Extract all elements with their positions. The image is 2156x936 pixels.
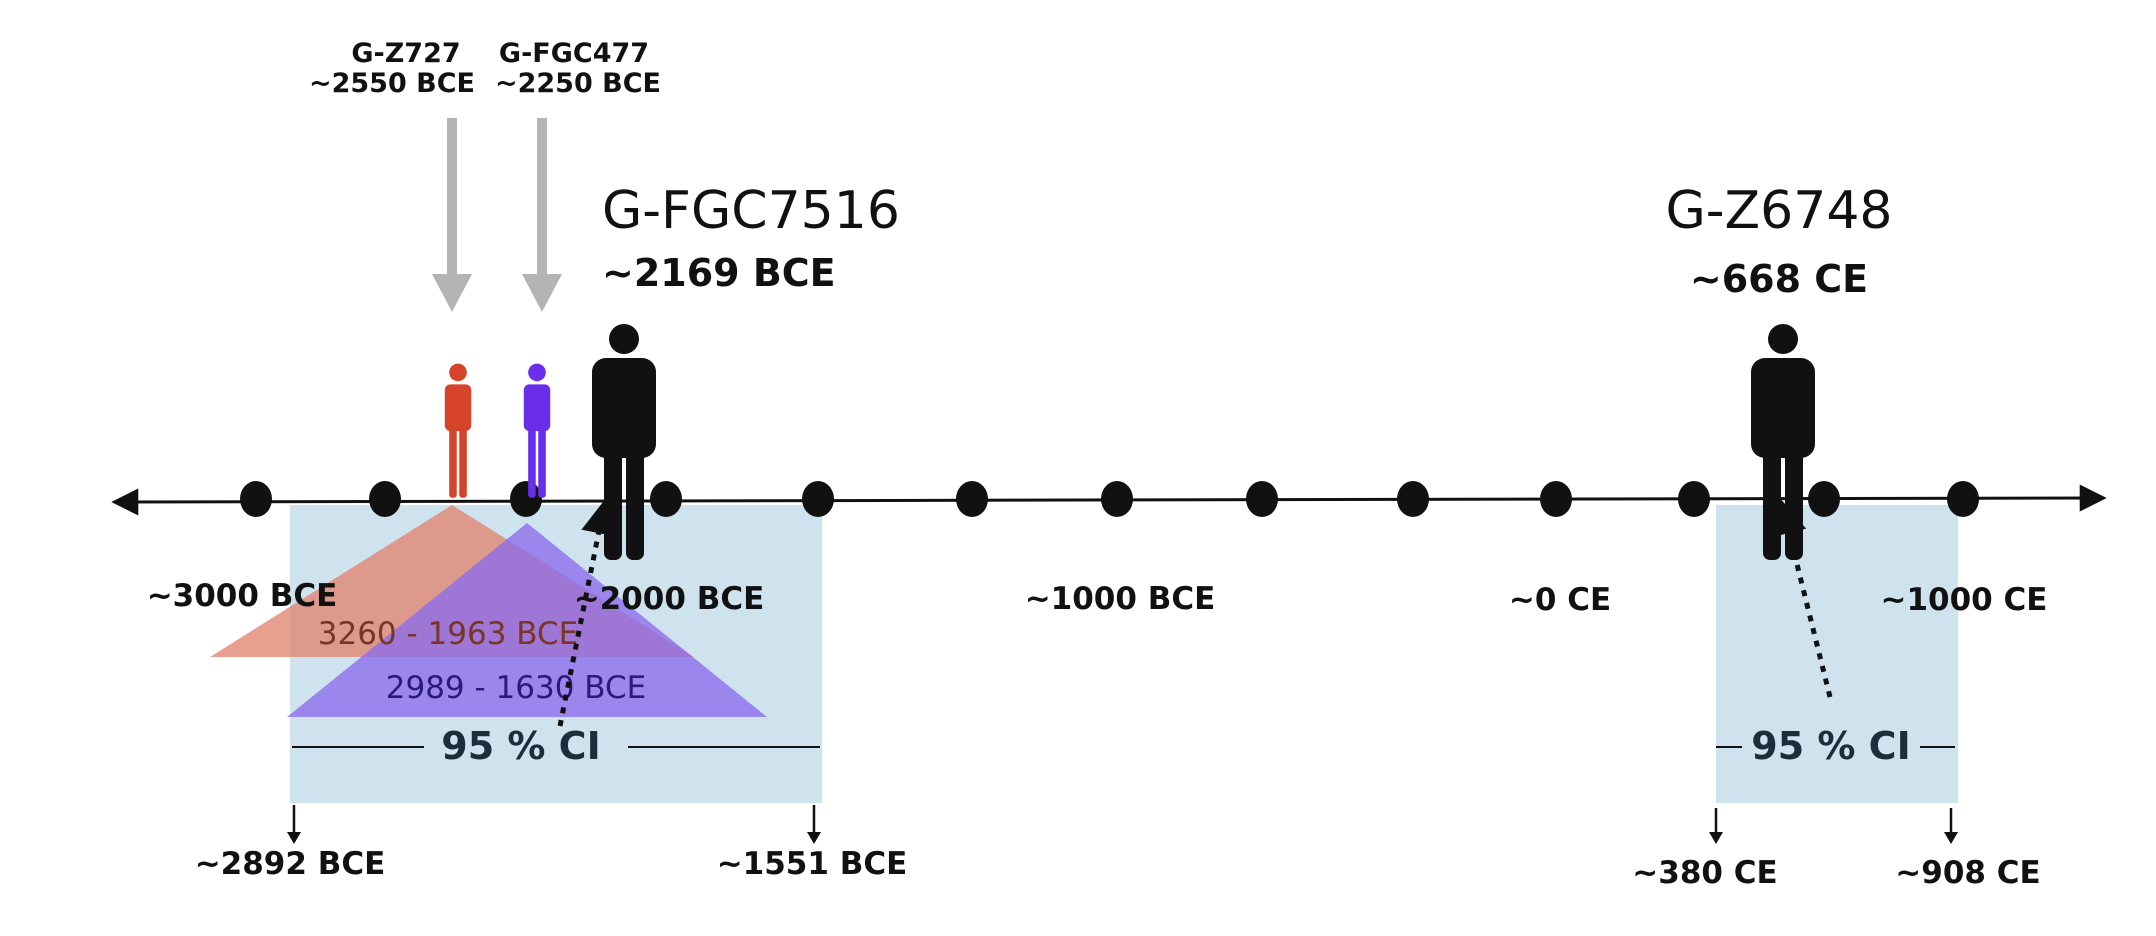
haplogroup-date-fgc7516: ~2169 BCE — [602, 251, 836, 295]
ci-high-label-z6748: ~908 CE — [1895, 855, 2040, 891]
range-label-z727: 3260 - 1963 BCE — [318, 616, 579, 652]
ci-box-z6748 — [1716, 505, 1958, 803]
upstream-date-z727: ~2550 BCE — [309, 68, 475, 99]
ci-bound-arrow-380 — [1709, 808, 1723, 844]
ci-bound-arrow-1551 — [807, 805, 821, 844]
ci-low-label-z6748: ~380 CE — [1632, 855, 1777, 891]
timeline-dot — [802, 481, 834, 517]
timeline-dot — [510, 481, 542, 517]
haplogroup-name-z6748: G-Z6748 — [1665, 181, 1892, 241]
tick-label-1000bce: ~1000 BCE — [1025, 581, 1216, 617]
ci-bound-arrow-2892 — [287, 805, 301, 844]
timeline-dots — [240, 481, 1979, 517]
timeline-dot — [1947, 481, 1979, 517]
timeline-dot — [1808, 481, 1840, 517]
tick-label-1000ce: ~1000 CE — [1881, 582, 2048, 618]
upstream-date-fgc477: ~2250 BCE — [495, 68, 661, 99]
timeline-dot — [1246, 481, 1278, 517]
person-icon-fgc7516 — [592, 324, 656, 560]
person-icon-fgc477 — [523, 363, 551, 498]
timeline-dot — [956, 481, 988, 517]
timeline-dot — [1397, 481, 1429, 517]
dotted-arrow-z6748 — [1772, 499, 1833, 698]
gray-arrow-z727 — [432, 118, 472, 312]
dotted-arrow-fgc7516 — [557, 498, 616, 727]
range-label-fgc477: 2989 - 1630 BCE — [386, 670, 647, 706]
timeline-dot — [1540, 481, 1572, 517]
tick-label-3000bce: ~3000 BCE — [147, 578, 338, 614]
ci-bound-arrow-908 — [1944, 808, 1958, 844]
timeline-dot — [240, 481, 272, 517]
gray-arrow-fgc477 — [522, 118, 562, 312]
timeline-dot — [1101, 481, 1133, 517]
upstream-name-fgc477: G-FGC477 — [499, 38, 649, 69]
timeline-dot — [650, 481, 682, 517]
haplogroup-name-fgc7516: G-FGC7516 — [602, 181, 900, 241]
timeline-dot — [369, 481, 401, 517]
person-icon-z727 — [444, 363, 472, 498]
haplogroup-date-z6748: ~668 CE — [1690, 257, 1868, 301]
upstream-name-z727: G-Z727 — [351, 38, 460, 69]
ci-label-z6748: 95 % CI — [1751, 724, 1910, 768]
ci-low-label-fgc7516: ~2892 BCE — [195, 846, 386, 882]
tick-label-0ce: ~0 CE — [1509, 582, 1611, 618]
range-triangle-fgc477 — [287, 523, 767, 717]
ci-label-fgc7516: 95 % CI — [441, 724, 600, 768]
ci-high-label-fgc7516: ~1551 BCE — [717, 846, 908, 882]
timeline-dot — [1678, 481, 1710, 517]
tick-label-2000bce: ~2000 BCE — [574, 581, 765, 617]
